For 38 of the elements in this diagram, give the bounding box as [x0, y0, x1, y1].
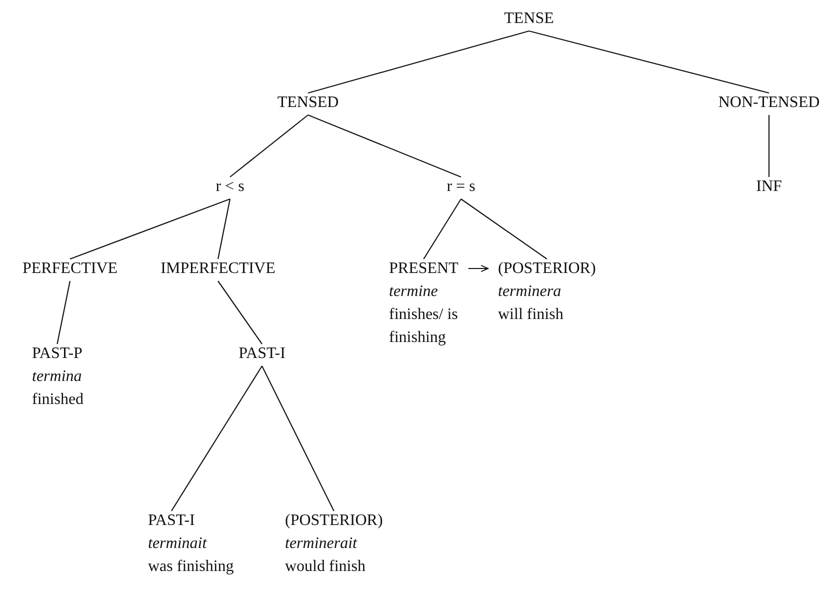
tree-branch-line: [56, 280, 71, 344]
category-label: IMPERFECTIVE: [160, 259, 276, 279]
english-gloss: finishes/ is finishing: [389, 305, 459, 348]
category-label: (POSTERIOR): [498, 259, 596, 279]
english-gloss: will finish: [498, 305, 564, 325]
category-label: TENSED: [277, 93, 339, 113]
arrow: [468, 264, 488, 272]
tree-branch-line: [768, 115, 770, 177]
tree-branch-line: [170, 366, 262, 512]
category-label: PAST-I: [148, 511, 196, 531]
tree-branch-line: [230, 114, 308, 178]
english-gloss: was finishing: [148, 557, 235, 577]
category-label: (POSTERIOR): [285, 511, 383, 531]
tree-branch-line: [218, 280, 262, 344]
tree-branch-line: [460, 198, 548, 260]
category-label: r = s: [446, 177, 476, 197]
french-form: terminerait: [285, 534, 358, 554]
tree-branch-line: [217, 198, 231, 260]
english-gloss: would finish: [285, 557, 366, 577]
category-label: PAST-I: [238, 344, 286, 364]
category-label: NON-TENSED: [718, 93, 820, 113]
category-label: INF: [756, 177, 782, 197]
category-label: PERFECTIVE: [22, 259, 118, 279]
category-label: TENSE: [504, 9, 554, 29]
french-form: termine: [389, 282, 439, 302]
french-form: termina: [32, 367, 83, 387]
category-label: PAST-P: [32, 344, 84, 364]
category-label: PRESENT: [389, 259, 460, 279]
category-label: r < s: [216, 177, 244, 197]
tree-branch-line: [262, 366, 334, 512]
tree-branch-line: [528, 30, 770, 94]
french-form: terminera: [498, 282, 562, 302]
french-form: terminait: [148, 534, 208, 554]
english-gloss: finished: [32, 390, 85, 410]
tree-branch-line: [308, 114, 462, 178]
tree-branch-line: [70, 198, 230, 260]
tree-branch-line: [308, 30, 530, 94]
tree-branch-line: [423, 198, 462, 260]
